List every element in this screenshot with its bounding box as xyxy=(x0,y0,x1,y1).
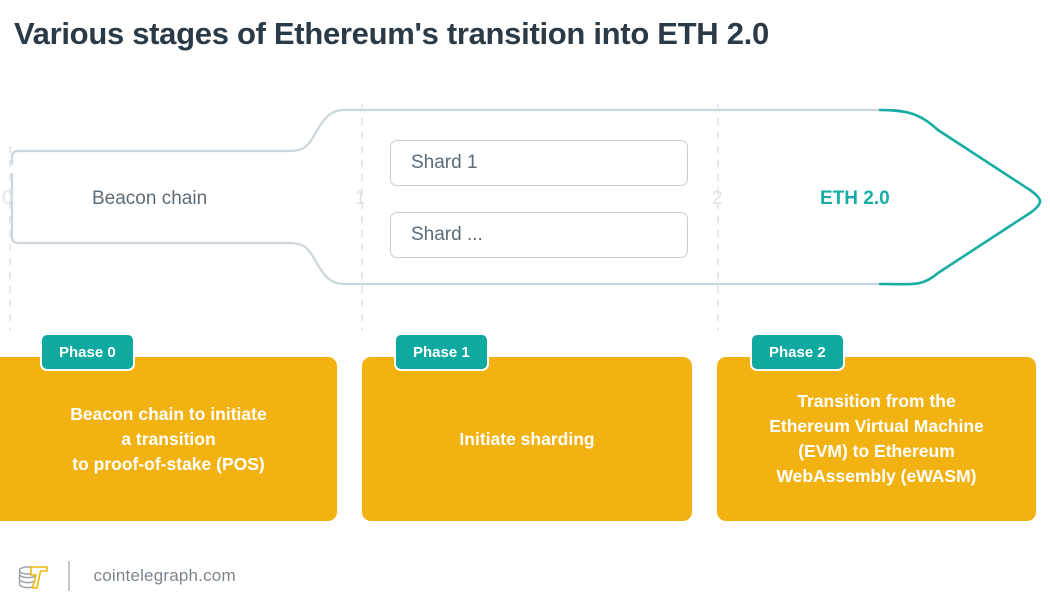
phase-card-0-line-0: Beacon chain to initiate xyxy=(70,403,267,424)
footer-divider xyxy=(68,561,70,591)
phase-card-0-line-2: to proof-of-stake (POS) xyxy=(72,453,265,474)
phase-card-2-line-2: (EVM) to Ethereum xyxy=(798,441,955,461)
eth2-label: ETH 2.0 xyxy=(820,188,890,209)
phase-card-1-line-0: Initiate sharding xyxy=(459,428,595,449)
phase-badge-2[interactable]: Phase 2 xyxy=(750,333,845,371)
shard-box-1[interactable]: Shard 1 xyxy=(390,140,688,186)
phase-badge-0[interactable]: Phase 0 xyxy=(40,333,135,371)
footer: cointelegraph.com xyxy=(14,556,236,596)
phase-card-1[interactable]: Initiate sharding xyxy=(362,357,692,521)
phase-card-2-line-0: Transition from the xyxy=(797,391,956,411)
cointelegraph-logo-icon xyxy=(14,560,52,592)
shard-box-1-label: Shard 1 xyxy=(411,152,478,173)
phase-card-2-line-1: Ethereum Virtual Machine xyxy=(769,416,984,436)
phase-badge-1[interactable]: Phase 1 xyxy=(394,333,489,371)
tick-label-0: 0 xyxy=(2,188,13,209)
phase-badge-1-label: Phase 1 xyxy=(413,343,470,361)
phase-card-2[interactable]: Transition from the Ethereum Virtual Mac… xyxy=(717,357,1036,521)
phase-card-1-text: Initiate sharding xyxy=(447,427,606,452)
phase-badge-2-label: Phase 2 xyxy=(769,343,826,361)
funnel-shape-svg xyxy=(9,104,1042,331)
phase-badge-0-label: Phase 0 xyxy=(59,343,116,361)
transition-diagram: 0 1 2 Beacon chain ETH 2.0 Shard 1 Shard… xyxy=(0,86,1050,331)
beacon-chain-label: Beacon chain xyxy=(92,188,208,209)
shard-box-2-label: Shard ... xyxy=(411,224,483,245)
shard-box-2[interactable]: Shard ... xyxy=(390,212,688,258)
funnel-gray-outline-bottom xyxy=(10,172,902,286)
phase-card-2-text: Transition from the Ethereum Virtual Mac… xyxy=(757,389,996,489)
tick-label-2: 2 xyxy=(712,188,723,209)
phase-card-2-line-3: WebAssembly (eWASM) xyxy=(776,466,977,486)
page-title: Various stages of Ethereum's transition … xyxy=(14,16,769,51)
funnel-teal-arrowhead xyxy=(878,108,1042,286)
phase-card-0-text: Beacon chain to initiate a transition to… xyxy=(48,402,278,477)
phase-card-0-line-1: a transition xyxy=(121,428,216,449)
footer-brand: cointelegraph.com xyxy=(93,566,236,585)
phase-card-0[interactable]: Beacon chain to initiate a transition to… xyxy=(0,357,337,521)
tick-label-1: 1 xyxy=(355,188,366,209)
funnel-gray-outline xyxy=(10,108,902,166)
tick-guidelines xyxy=(9,104,719,331)
